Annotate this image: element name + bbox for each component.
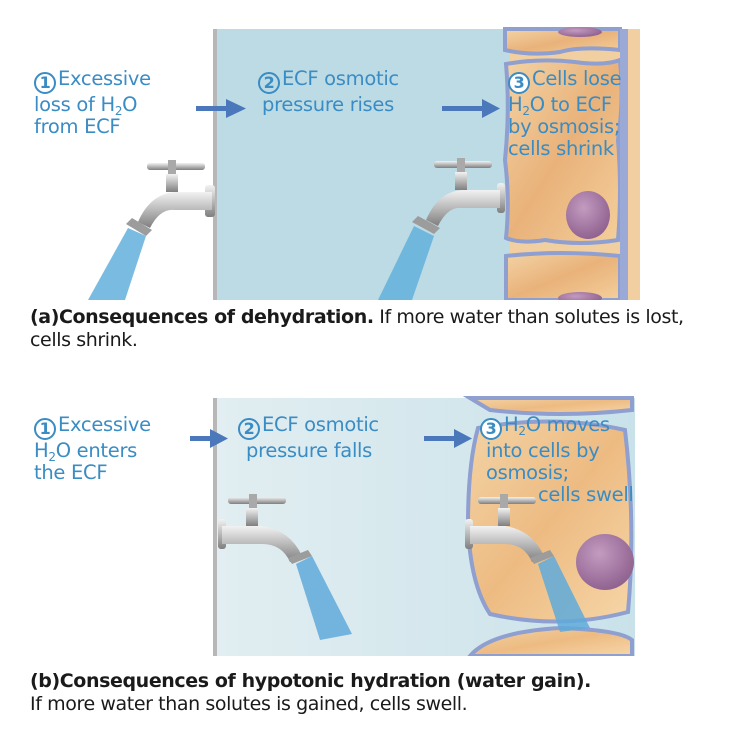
cell-top: [462, 396, 634, 416]
subscript: 2: [114, 104, 123, 118]
arrow-right-icon: [442, 99, 500, 118]
water-stream-icon: [296, 556, 352, 640]
faucet-icon: [412, 158, 505, 234]
caption-b-text: If more water than solutes is gained, ce…: [30, 693, 468, 715]
nucleus-middle: [576, 534, 634, 590]
cell-bottom: [504, 251, 622, 300]
arrow-right-icon: [424, 429, 472, 448]
faucet-icon: [126, 160, 215, 236]
water-stream-icon: [378, 226, 434, 300]
step-text-line: H2O enters: [34, 439, 138, 464]
nucleus-middle: [566, 191, 610, 239]
subscript: 2: [518, 424, 526, 438]
ecf-boundary: [213, 398, 217, 656]
step-number-badge: 3: [480, 418, 502, 440]
subscript: 2: [48, 450, 56, 464]
water-stream-icon: [538, 556, 590, 632]
membrane-right: [620, 29, 628, 300]
hypotonic-hydration-illustration: [190, 396, 635, 656]
caption-b: (b)Consequences of hypotonic hydration (…: [30, 670, 720, 716]
step-text-line: loss of H2O: [34, 93, 138, 118]
step-number-badge: 1: [34, 418, 56, 440]
faucet-icon: [465, 494, 554, 564]
nucleus-bottom: [558, 292, 602, 300]
faucet-icon: [218, 494, 312, 564]
arrow-right-icon: [190, 429, 228, 448]
water-stream-icon: [88, 228, 146, 300]
caption-a-title: (a)Consequences of dehydration.: [30, 306, 374, 328]
caption-a: (a)Consequences of dehydration. If more …: [30, 306, 720, 352]
ecf-boundary: [213, 29, 217, 300]
dehydration-illustration: [88, 27, 640, 300]
caption-b-title: (b)Consequences of hypotonic hydration (…: [30, 670, 591, 692]
subscript: 2: [522, 104, 530, 118]
step-number-badge: 2: [258, 72, 280, 94]
step-text-line: H2O moves: [504, 413, 610, 438]
step-number-badge: 3: [508, 72, 530, 94]
step-number-badge: 2: [238, 418, 260, 440]
nucleus-top: [558, 27, 602, 37]
arrow-right-icon: [196, 99, 246, 118]
caption-a-text: If more water than solutes is lost, cell…: [30, 306, 684, 351]
step-number-badge: 1: [34, 72, 56, 94]
step-text-line: H2O to ECF: [508, 93, 612, 118]
